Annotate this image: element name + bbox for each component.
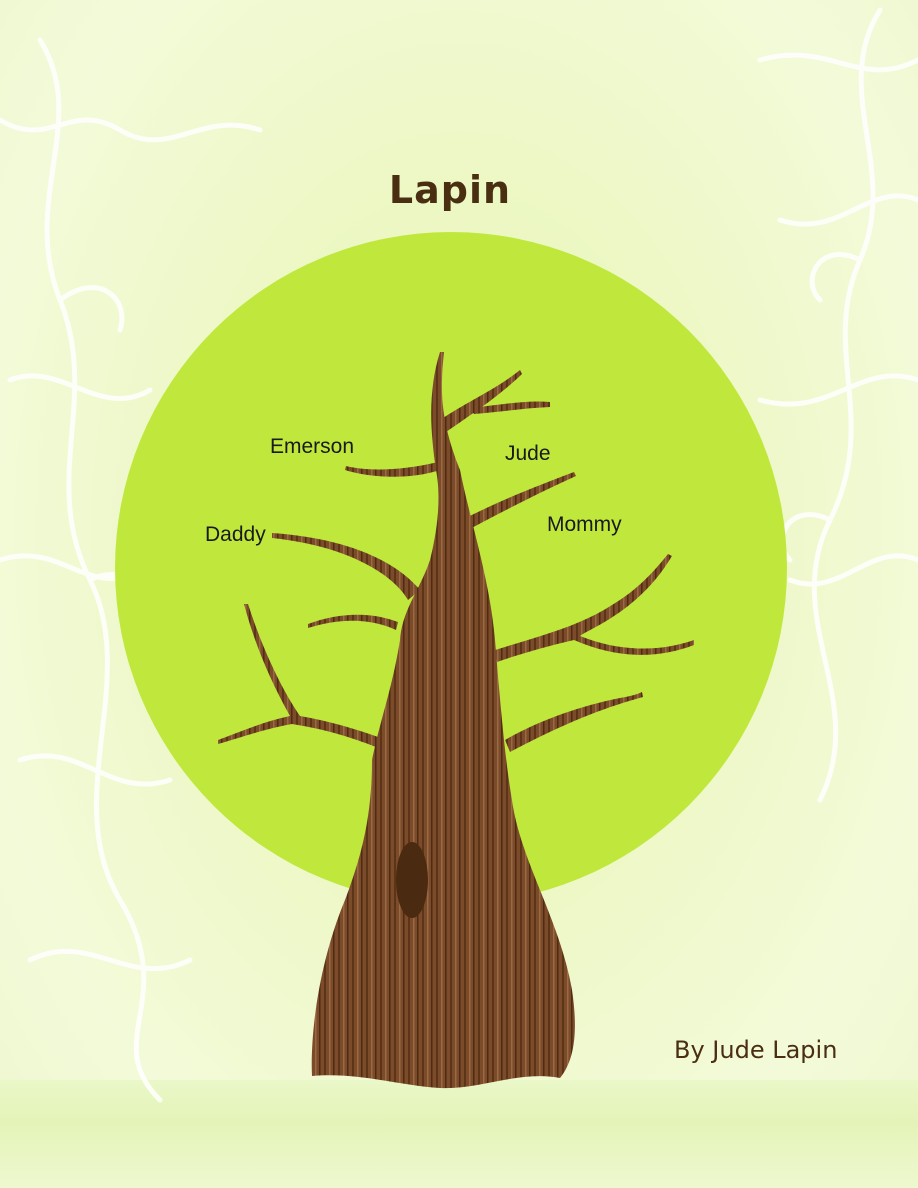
grass-ground (0, 1080, 918, 1188)
tree-trunk (218, 352, 694, 1089)
author-byline: By Jude Lapin (674, 1036, 838, 1064)
page-title: Lapin (388, 168, 512, 212)
vine-decoration-right (757, 7, 918, 803)
name-emerson: Emerson (270, 435, 355, 458)
vine-decoration-left (0, 37, 263, 1103)
name-mommy: Mommy (547, 513, 622, 536)
name-jude: Jude (505, 442, 551, 465)
name-daddy: Daddy (205, 523, 266, 546)
